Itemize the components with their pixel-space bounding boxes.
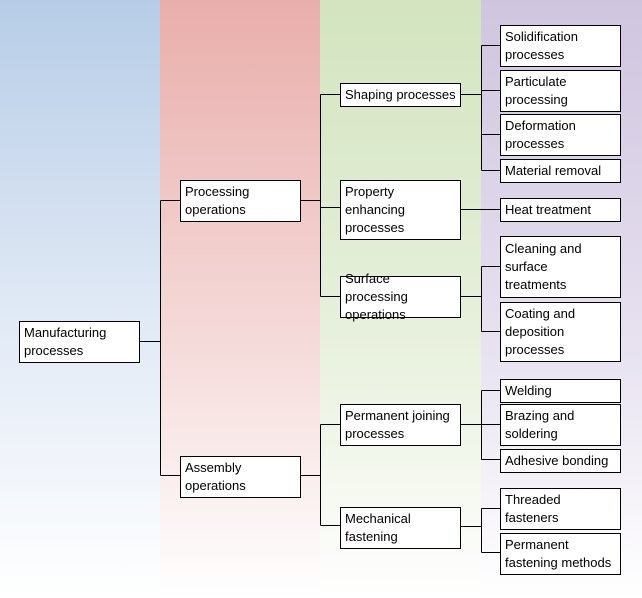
- node-brazing-soldering: Brazing and soldering: [500, 404, 621, 446]
- connector-shaping: [460, 45, 500, 171]
- connector-permanent: [460, 390, 500, 460]
- node-material-removal: Material removal: [500, 159, 621, 183]
- node-permanent-joining-processes: Permanent joining processes: [340, 404, 461, 446]
- node-processing-operations: Processing operations: [180, 180, 301, 222]
- node-adhesive-bonding: Adhesive bonding: [500, 449, 621, 473]
- node-property-enhancing-processes: Property enhancing processes: [340, 180, 461, 240]
- connector-assembly: [300, 424, 340, 526]
- node-mechanical-fastening: Mechanical fastening: [340, 507, 461, 549]
- connector-surface: [460, 266, 500, 332]
- column-band-level-1: [0, 0, 160, 598]
- node-shaping-processes: Shaping processes: [340, 83, 461, 107]
- node-manufacturing-processes: Manufacturing processes: [19, 321, 140, 363]
- node-heat-treatment: Heat treatment: [500, 198, 621, 222]
- node-permanent-fastening-methods: Permanent fastening methods: [500, 533, 621, 575]
- node-solidification-processes: Solidification processes: [500, 25, 621, 67]
- node-particulate-processing: Particulate processing: [500, 70, 621, 112]
- node-coating-deposition-processes: Coating and deposition processes: [500, 302, 621, 362]
- node-deformation-processes: Deformation processes: [500, 114, 621, 156]
- node-cleaning-surface-treatments: Cleaning and surface treatments: [500, 236, 621, 298]
- connector-root: [139, 200, 180, 476]
- connector-processing: [300, 94, 340, 297]
- connector-mechanical: [460, 508, 500, 553]
- node-assembly-operations: Assembly operations: [180, 456, 301, 498]
- node-welding: Welding: [500, 379, 621, 403]
- node-surface-processing-operations: Surface processing operations: [340, 271, 461, 322]
- column-band-level-2: [160, 0, 320, 598]
- node-threaded-fasteners: Threaded fasteners: [500, 488, 621, 530]
